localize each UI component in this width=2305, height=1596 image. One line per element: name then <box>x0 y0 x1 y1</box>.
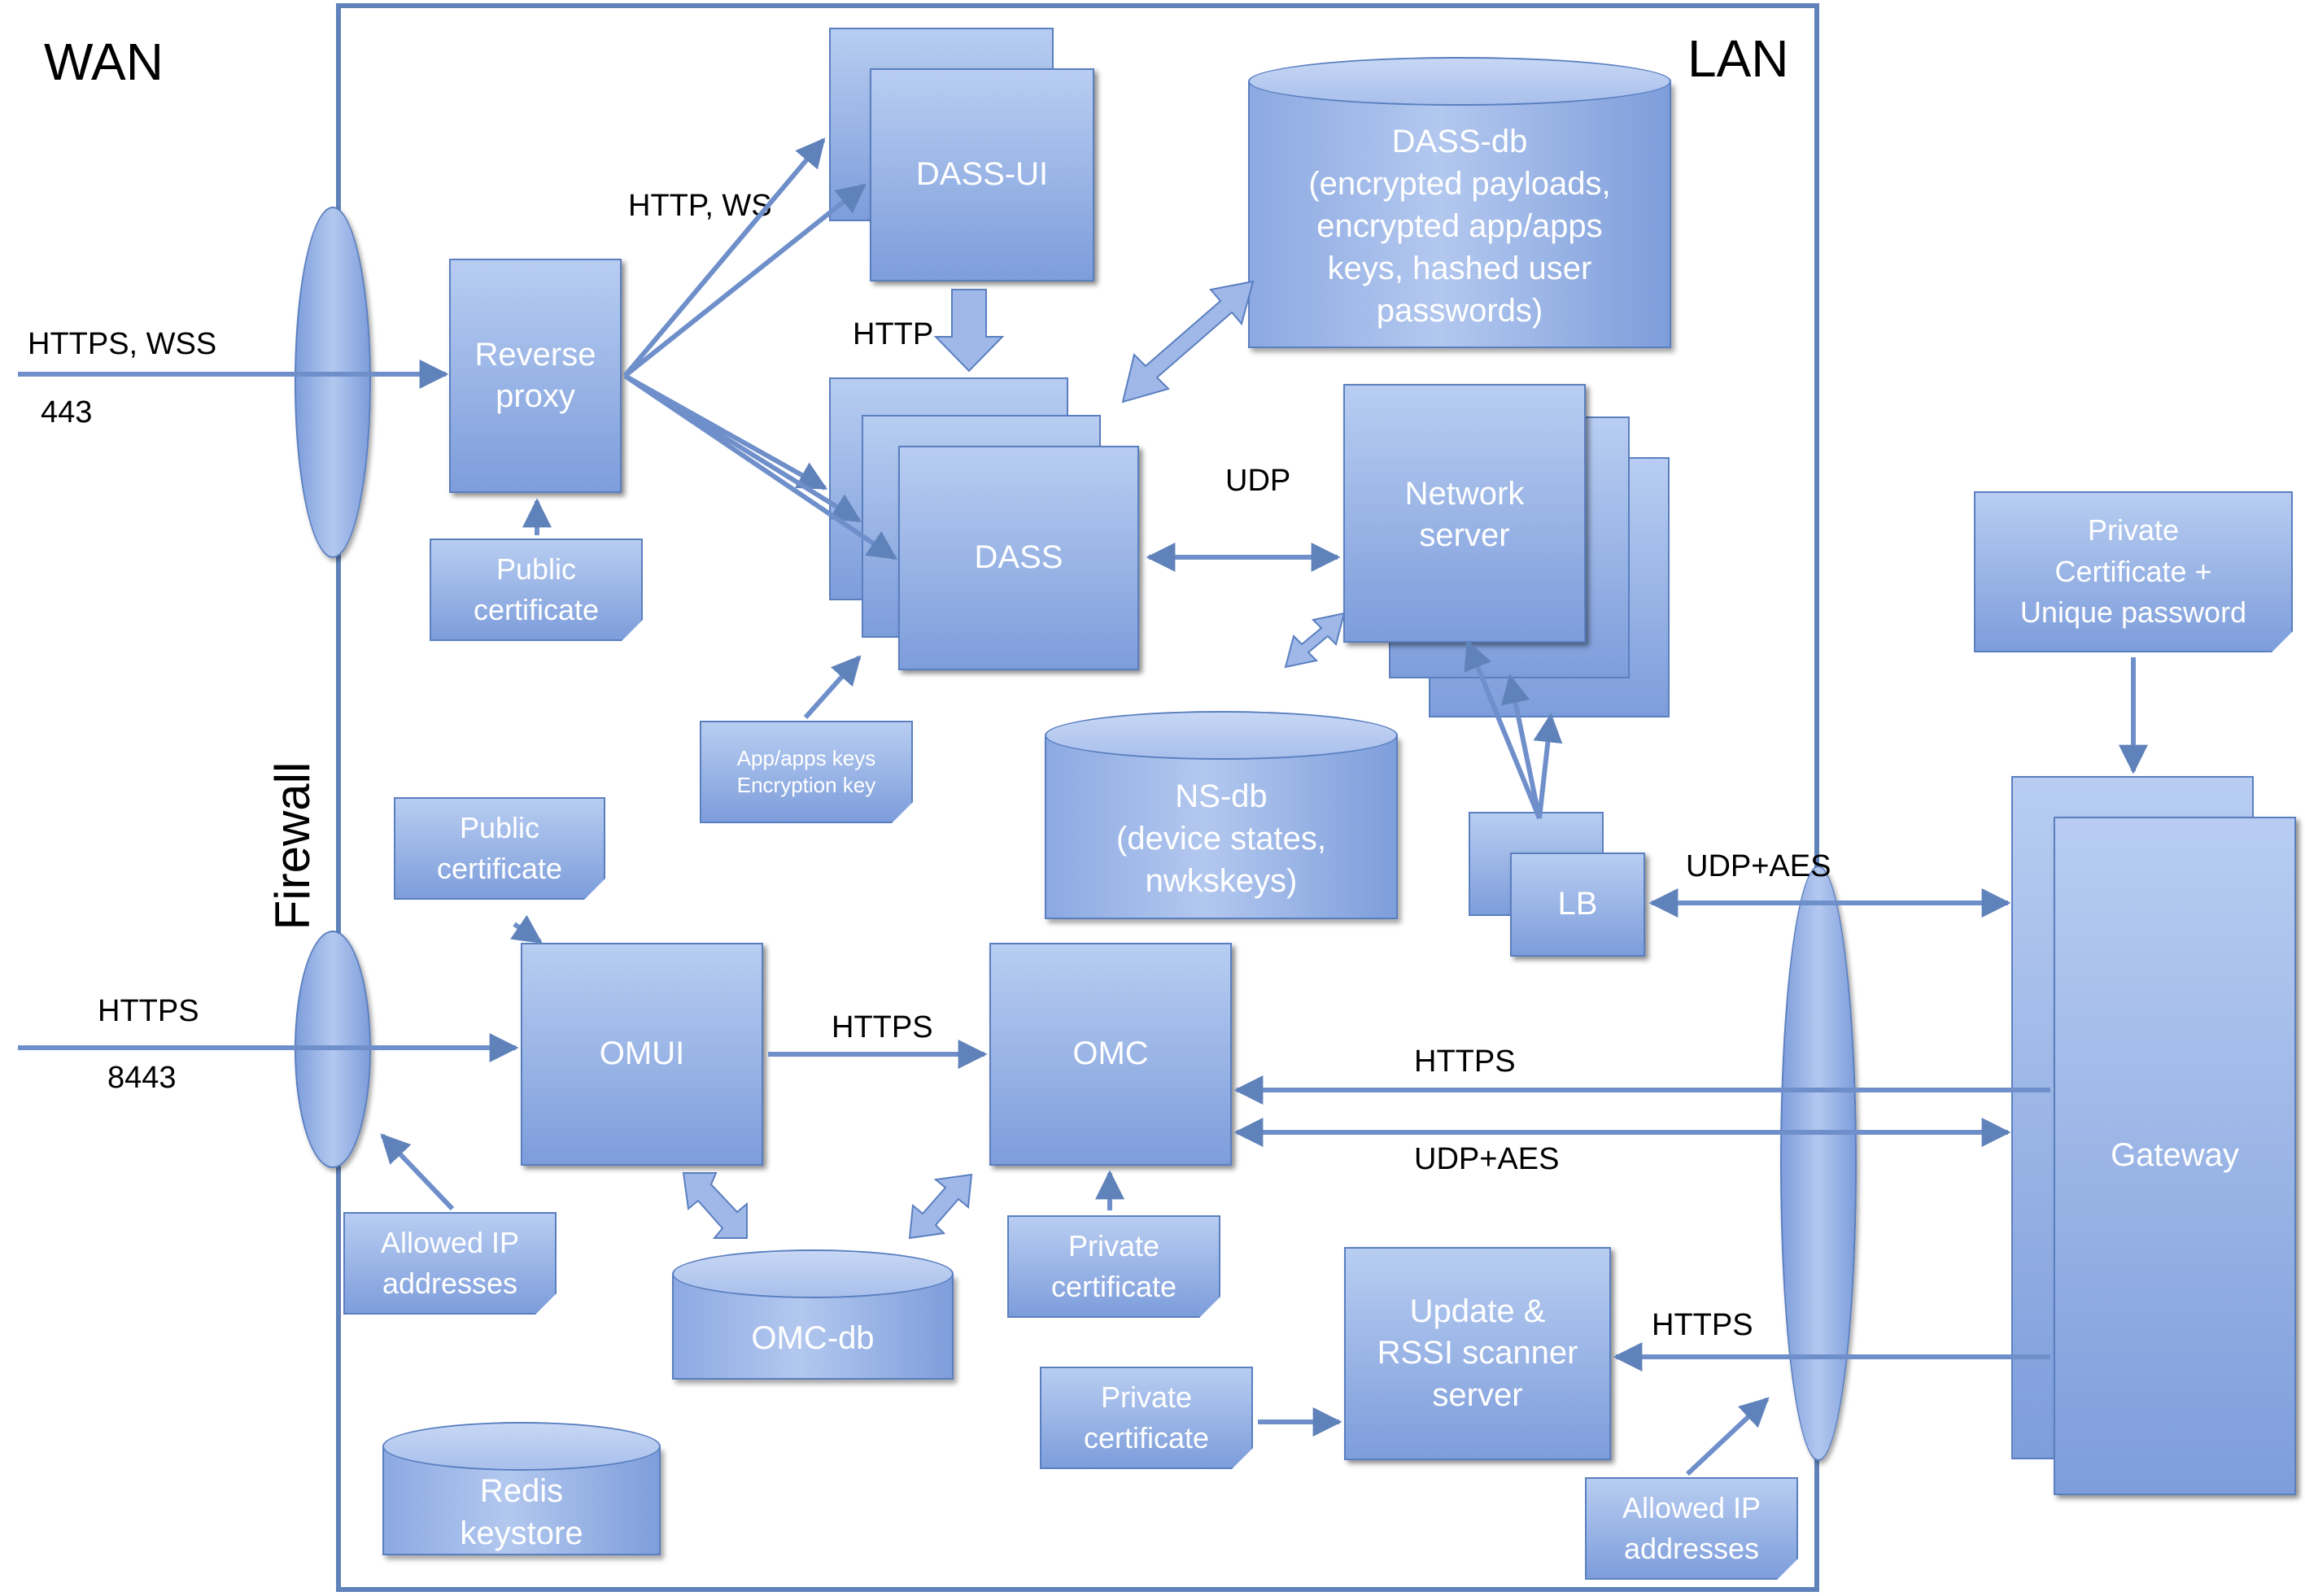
wan-label: WAN <box>44 33 164 91</box>
dass-node: DASS <box>898 446 1139 670</box>
http-ws-label: HTTP, WS <box>628 189 772 223</box>
dass-db: DASS-db (encrypted payloads, encrypted a… <box>1248 57 1671 348</box>
public-certificate-omui-note: Public certificate <box>394 797 605 900</box>
omui-node: OMUI <box>521 943 763 1166</box>
arrow-keys-to-dass <box>803 655 862 719</box>
firewall-ellipse-top <box>295 207 371 558</box>
omc-db: OMC-db <box>672 1249 954 1380</box>
arrow-cert-to-omui <box>510 914 543 944</box>
block-arrow-dass-ui-to-dass <box>933 289 1005 373</box>
block-arrow-omc-omc-db <box>908 1173 973 1240</box>
arrow-ip-to-firewall-middle <box>380 1133 455 1211</box>
redis-keystore: Redis keystore <box>382 1422 661 1555</box>
gateway-node: Gateway <box>2054 817 2296 1495</box>
port-443-label: 443 <box>41 395 93 430</box>
block-arrow-ns-db <box>1284 612 1346 669</box>
arrow-lb-to-ns-1 <box>1464 639 1542 820</box>
network-server-node: Network server <box>1343 384 1586 643</box>
arrow-lb-to-ns-3 <box>1533 713 1563 819</box>
udp-label: UDP <box>1225 464 1291 498</box>
allowed-ip-lan-note: Allowed IP addresses <box>1585 1477 1798 1580</box>
update-rssi-server-node: Update & RSSI scanner server <box>1344 1247 1611 1460</box>
arrow-proxy-to-dass-ui-2 <box>623 183 867 378</box>
arrow-lb-to-ns-2 <box>1500 674 1542 819</box>
dass-ui-node: DASS-UI <box>870 68 1094 281</box>
https-wss-label: HTTPS, WSS <box>28 327 217 361</box>
lan-boundary <box>336 3 1819 1592</box>
ns-db: NS-db (device states, nwkskeys) <box>1045 711 1398 919</box>
lb-node: LB <box>1510 853 1645 957</box>
omc-node: OMC <box>989 943 1232 1166</box>
private-certificate-omc-note: Private certificate <box>1007 1215 1220 1318</box>
reverse-proxy-node: Reverse proxy <box>449 259 622 493</box>
udp-aes-omc-label: UDP+AES <box>1414 1142 1560 1176</box>
block-arrow-dass-db <box>1121 280 1255 403</box>
public-certificate-proxy-note: Public certificate <box>430 539 643 641</box>
https-omui-in-label: HTTPS <box>98 994 199 1028</box>
port-8443-label: 8443 <box>107 1061 177 1095</box>
app-keys-encryption-note: App/apps keys Encryption key <box>700 721 913 823</box>
arrow-ip-to-firewall-right <box>1685 1397 1770 1476</box>
block-arrow-omui-omc-db <box>682 1172 748 1239</box>
https-update-label: HTTPS <box>1652 1308 1753 1342</box>
https-gateway-omc-label: HTTPS <box>1414 1044 1516 1079</box>
private-certificate-update-note: Private certificate <box>1040 1367 1253 1469</box>
firewall-ellipse-right <box>1780 866 1857 1461</box>
http-label: HTTP <box>853 317 934 351</box>
private-certificate-gateway-note: Private Certificate + Unique password <box>1974 491 2293 652</box>
arrow-proxy-to-dass-ui-1 <box>622 137 826 377</box>
https-omui-omc-label: HTTPS <box>832 1010 933 1044</box>
lan-label: LAN <box>1687 29 1789 88</box>
udp-aes-lb-label: UDP+AES <box>1686 849 1831 883</box>
arrow-proxy-to-dass-3 <box>623 373 897 560</box>
allowed-ip-firewall-note: Allowed IP addresses <box>343 1212 557 1315</box>
